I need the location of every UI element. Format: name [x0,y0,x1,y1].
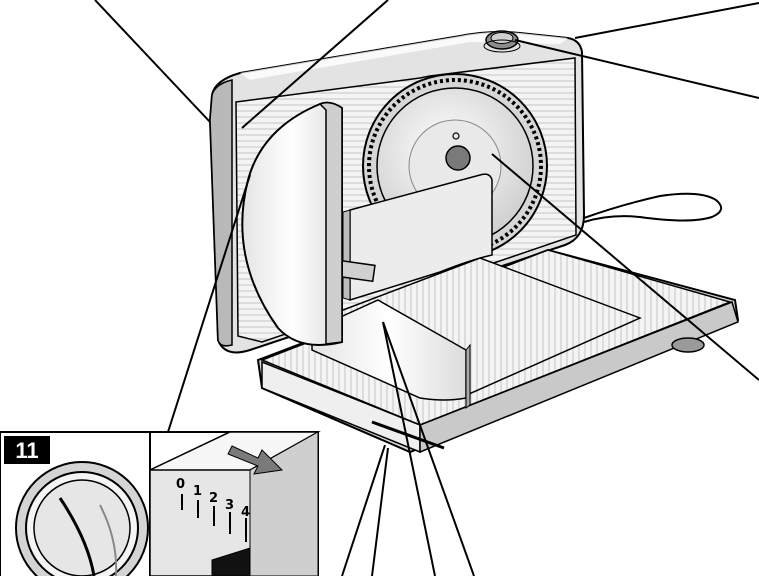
leader-line-knob [514,39,759,99]
leader-line-blade [491,153,759,381]
scale-label-1: 1 [193,484,202,499]
food-carriage [311,173,642,409]
inset-number-badge [4,436,50,464]
thickness-knob [483,30,521,53]
direction-arrow-icon [227,445,284,475]
leader-line-holder-2 [382,321,475,576]
inset-panel: 0 1 2 3 4 11 [0,431,321,576]
leader-line-tray-2 [371,447,389,576]
leader-line-housing [94,0,211,123]
leader-line-holder [382,321,436,576]
leader-line-tray [341,444,386,576]
safety-guard [241,101,343,346]
inset-number-label: 11 [15,438,38,463]
scale-label-4: 4 [241,505,250,520]
leader-line-top [574,2,759,39]
inset-scale-closeup: 0 1 2 3 4 [149,431,321,576]
leader-line-guard [241,0,389,129]
scale-label-3: 3 [225,498,234,513]
scale-label-2: 2 [209,491,218,506]
callout-lines [94,0,759,576]
power-cord [583,192,723,223]
inset-knob-closeup [15,461,149,576]
scale-label-0: 0 [176,477,185,492]
leader-line-carriage [167,174,251,433]
